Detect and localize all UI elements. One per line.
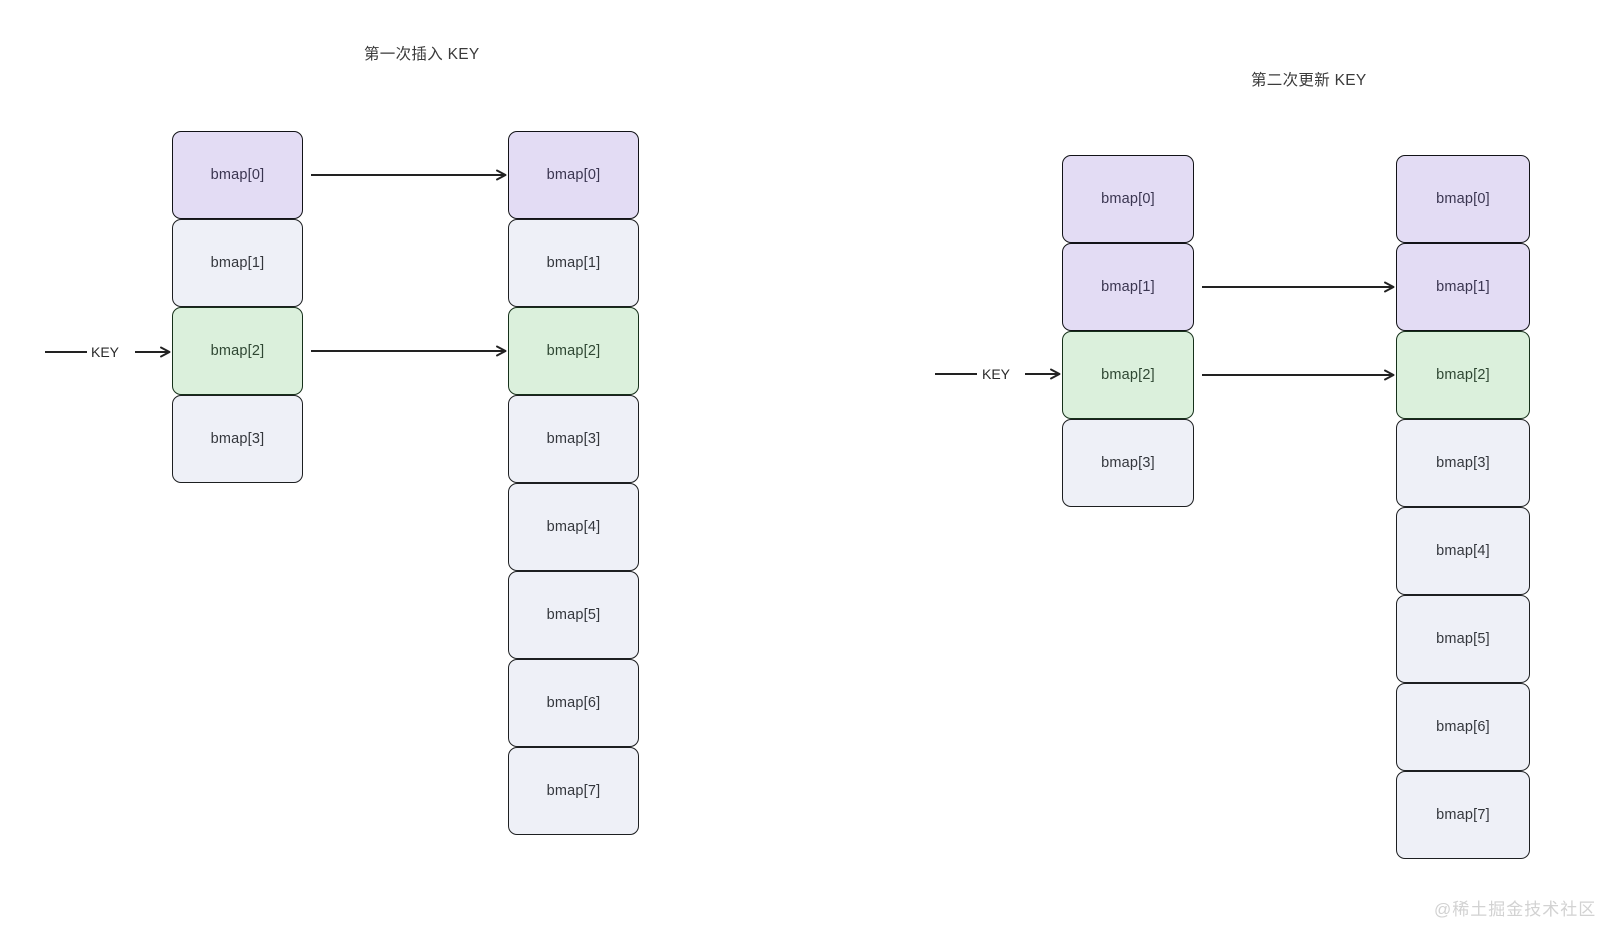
diagram-title-first-insert: 第一次插入 KEY (364, 46, 480, 63)
bmap-cell[interactable]: bmap[7] (508, 747, 639, 835)
bmap-cell[interactable]: bmap[4] (1396, 507, 1530, 595)
bmap-cell[interactable]: bmap[2] (1062, 331, 1194, 419)
bmap-cell[interactable]: bmap[7] (1396, 771, 1530, 859)
bmap-cell[interactable]: bmap[6] (508, 659, 639, 747)
bmap-cell[interactable]: bmap[5] (508, 571, 639, 659)
bmap-cell[interactable]: bmap[2] (508, 307, 639, 395)
bmap-cell[interactable]: bmap[3] (508, 395, 639, 483)
key-label-first: KEY (91, 344, 120, 360)
bmap-cell[interactable]: bmap[3] (172, 395, 303, 483)
bmap-cell[interactable]: bmap[6] (1396, 683, 1530, 771)
diagram-title-second-update: 第二次更新 KEY (1251, 72, 1367, 89)
bmap-cell[interactable]: bmap[0] (508, 131, 639, 219)
bmap-cell[interactable]: bmap[2] (172, 307, 303, 395)
bmap-cell[interactable]: bmap[0] (1396, 155, 1530, 243)
bmap-cell[interactable]: bmap[3] (1396, 419, 1530, 507)
bmap-cell[interactable]: bmap[1] (508, 219, 639, 307)
bmap-cell[interactable]: bmap[2] (1396, 331, 1530, 419)
bmap-cell[interactable]: bmap[3] (1062, 419, 1194, 507)
watermark: @稀土掘金技术社区 (1434, 900, 1597, 919)
bmap-cell[interactable]: bmap[5] (1396, 595, 1530, 683)
bmap-cell[interactable]: bmap[1] (172, 219, 303, 307)
bmap-cell[interactable]: bmap[1] (1396, 243, 1530, 331)
bmap-cell[interactable]: bmap[0] (172, 131, 303, 219)
bmap-cell[interactable]: bmap[0] (1062, 155, 1194, 243)
bmap-cell[interactable]: bmap[4] (508, 483, 639, 571)
bmap-cell[interactable]: bmap[1] (1062, 243, 1194, 331)
key-label-second: KEY (982, 366, 1011, 382)
